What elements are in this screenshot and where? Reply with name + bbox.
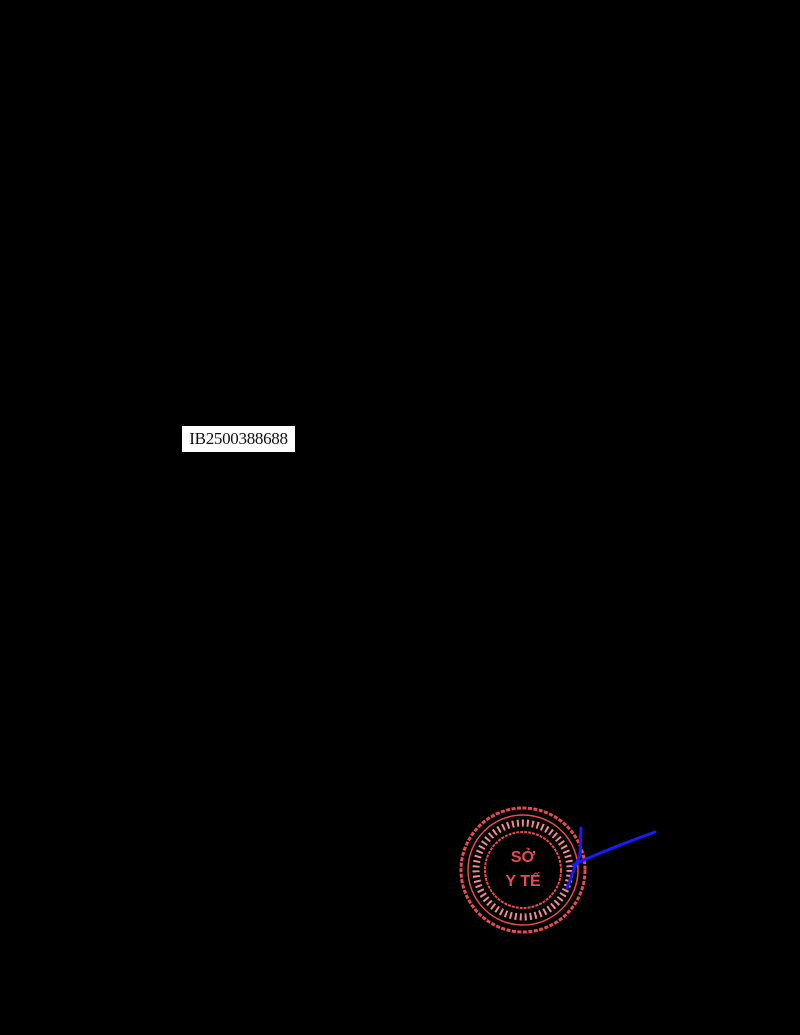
stamp-line-2: Y TẾ <box>505 871 541 890</box>
official-seal-stamp: SỞ Y TẾ <box>459 806 657 934</box>
stamp-line-1: SỞ <box>511 847 536 866</box>
document-code-label: IB2500388688 <box>182 426 295 452</box>
signature-stroke <box>565 826 657 890</box>
